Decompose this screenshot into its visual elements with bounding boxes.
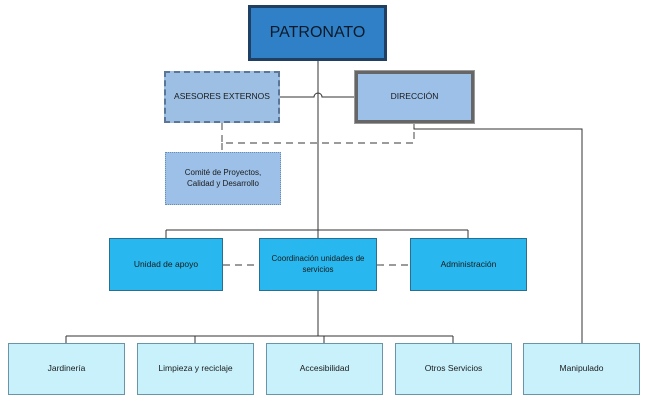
coordination-label: Coordinación unidades de servicios	[271, 253, 365, 274]
external-advisors-label: ASESORES EXTERNOS	[174, 91, 270, 102]
management-box: DIRECCIÓN	[354, 70, 475, 124]
other-services-box: Otros Servicios	[395, 343, 512, 395]
accessibility-label: Accesibilidad	[299, 363, 350, 374]
support-unit-box: Unidad de apoyo	[109, 238, 223, 291]
gardening-box: Jardinería	[8, 343, 125, 395]
patronato-label: PATRONATO	[269, 24, 366, 42]
management-handling-link	[413, 123, 583, 343]
patronato-box: PATRONATO	[248, 5, 387, 61]
cleaning-recycling-label: Limpieza y reciclaje	[158, 363, 233, 374]
committee-dashed-link	[221, 123, 415, 144]
committee-label: Comité de Proyectos, Calidad y Desarroll…	[184, 167, 262, 188]
support-unit-label: Unidad de apoyo	[133, 258, 199, 269]
cleaning-recycling-box: Limpieza y reciclaje	[137, 343, 254, 395]
coordination-box: Coordinación unidades de servicios	[259, 238, 377, 291]
accessibility-box: Accesibilidad	[266, 343, 383, 395]
handling-box: Manipulado	[523, 343, 640, 395]
administration-box: Administración	[410, 238, 527, 291]
external-advisors-box: ASESORES EXTERNOS	[164, 71, 280, 123]
committee-box: Comité de Proyectos, Calidad y Desarroll…	[165, 152, 281, 205]
advisors-management-link	[280, 92, 355, 98]
management-label: DIRECCIÓN	[390, 91, 439, 102]
administration-label: Administración	[440, 258, 497, 269]
other-services-label: Otros Servicios	[424, 363, 483, 374]
handling-label: Manipulado	[559, 363, 604, 374]
gardening-label: Jardinería	[47, 363, 86, 374]
